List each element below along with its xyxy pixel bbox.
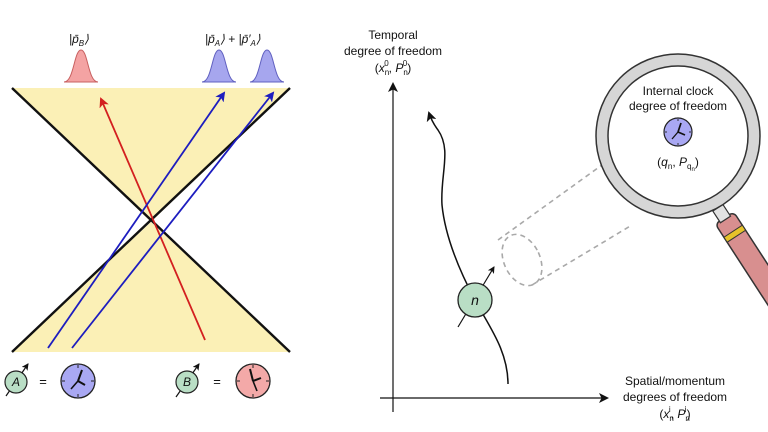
y-axis-label-vars: (xn0, Pn0) (375, 59, 412, 77)
gaussian-a (201, 49, 237, 83)
equals-sign-b: = (213, 374, 221, 389)
red-ray-b (99, 97, 206, 341)
ket-label-b: |p̄B⟩ (69, 32, 89, 48)
light-cone-edge (11, 87, 291, 353)
particle-n-label: n (471, 292, 479, 308)
x-axis-label-line1: Spatial/momentum (625, 374, 725, 388)
left-panel: |p̄B⟩ |p̄A⟩ + |p̄′A⟩ A = B = (4, 32, 291, 399)
blue-ray-a-prime (71, 91, 275, 349)
clock-b-icon (235, 363, 271, 399)
y-axis-label-line2: degree of freedom (344, 44, 442, 58)
particle-n: n (457, 266, 495, 328)
internal-clock-icon (663, 117, 693, 147)
y-axis-label-line1: Temporal (368, 28, 417, 42)
gaussian-b (63, 49, 99, 83)
particle-a: A (4, 363, 29, 397)
lens-label-line1: Internal clock (643, 84, 715, 98)
future-light-cone (12, 88, 290, 222)
equals-sign-a: = (39, 374, 47, 389)
clock-a-icon (60, 363, 96, 399)
lens-label-line2: degree of freedom (629, 99, 727, 113)
zoom-region (497, 151, 633, 287)
past-light-cone (12, 222, 290, 352)
particle-b: B (175, 363, 200, 398)
lens-handle (711, 203, 768, 341)
magnifying-glass-icon: Internal clock degree of freedom (qn, Pq… (595, 53, 768, 341)
particle-a-label: A (11, 375, 20, 389)
blue-ray-a (47, 91, 226, 349)
gaussian-a-prime (249, 49, 285, 83)
lens-label-vars: (qn, Pqn) (657, 155, 699, 173)
particle-b-label: B (183, 375, 191, 389)
x-axis-label-vars: (xni, Pni) (659, 405, 690, 423)
ket-label-a-superposition: |p̄A⟩ + |p̄′A⟩ (205, 32, 261, 48)
world-line (426, 111, 509, 385)
x-axis-label-line2: degrees of freedom (623, 390, 727, 404)
right-panel: Temporal degree of freedom (xn0, Pn0) Sp… (344, 28, 768, 423)
